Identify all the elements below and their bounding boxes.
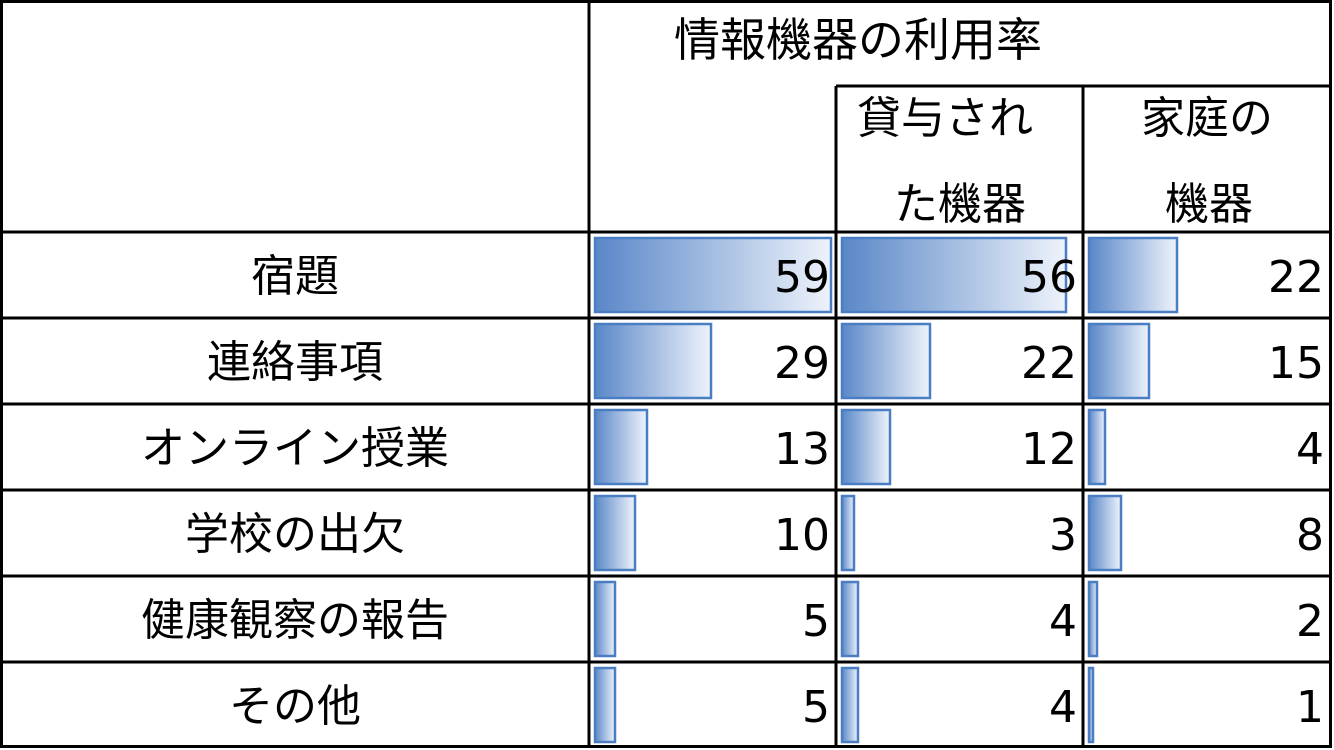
column-header-lent-device-line1: 貸与され [857, 93, 1033, 144]
value-label: 4 [1049, 596, 1077, 647]
value-label: 15 [1268, 338, 1324, 389]
data-bar [593, 666, 617, 744]
value-label: 59 [774, 252, 830, 303]
value-label: 1 [1296, 682, 1324, 733]
value-label: 12 [1021, 424, 1077, 475]
value-label: 4 [1296, 424, 1324, 475]
row-label: 学校の出欠 [185, 509, 405, 560]
value-label: 10 [774, 510, 830, 561]
data-bar [593, 580, 617, 658]
column-header-home-device-line1: 家庭の [1141, 93, 1273, 144]
value-label: 29 [774, 338, 830, 389]
data-bar [840, 236, 1068, 314]
data-bar [1087, 236, 1179, 314]
data-bar [593, 408, 649, 486]
row-label: オンライン授業 [141, 423, 449, 474]
data-bar [840, 494, 856, 572]
value-label: 5 [802, 596, 830, 647]
value-label: 22 [1268, 252, 1324, 303]
row-label: 宿題 [251, 251, 339, 302]
value-label: 5 [802, 682, 830, 733]
data-bar [840, 322, 932, 400]
data-bar [1087, 408, 1107, 486]
column-header-home-device-line2: 機器 [1165, 179, 1253, 230]
data-bar [1087, 666, 1095, 744]
data-bar [840, 408, 892, 486]
data-bar [1087, 580, 1099, 658]
value-label: 13 [774, 424, 830, 475]
column-header-lent-device-line2: た機器 [894, 179, 1026, 230]
data-bar [840, 580, 860, 658]
row-label: 連絡事項 [207, 337, 383, 388]
row-label: その他 [229, 681, 361, 732]
data-bar [1087, 494, 1123, 572]
value-label: 8 [1296, 510, 1324, 561]
data-bar [1087, 322, 1151, 400]
data-bar [593, 236, 833, 314]
data-bar [593, 494, 637, 572]
chart-title: 情報機器の利用率 [674, 13, 1042, 67]
value-label: 56 [1021, 252, 1077, 303]
value-label: 22 [1021, 338, 1077, 389]
value-label: 2 [1296, 596, 1324, 647]
data-bar [593, 322, 713, 400]
value-label: 4 [1049, 682, 1077, 733]
data-bar [840, 666, 860, 744]
row-label: 健康観察の報告 [141, 595, 449, 646]
value-label: 3 [1049, 510, 1077, 561]
